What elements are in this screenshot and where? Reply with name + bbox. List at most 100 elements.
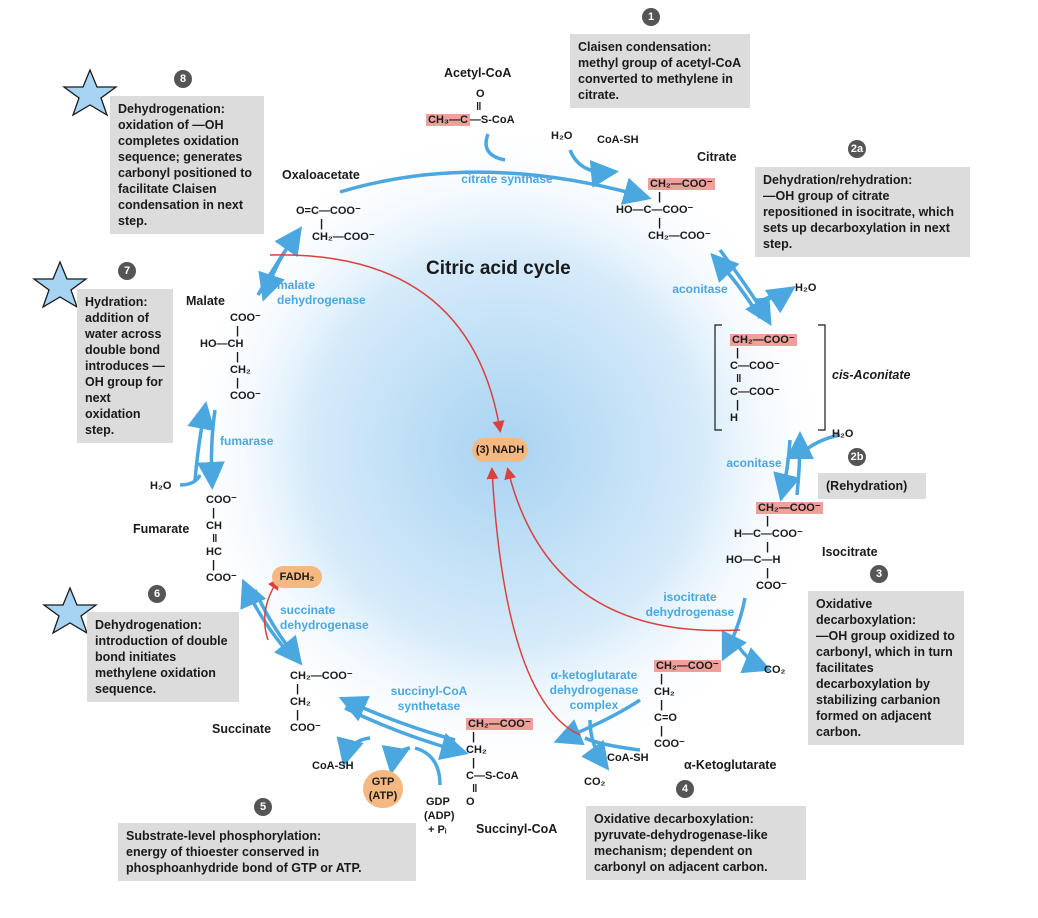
fadh2-badge: FADH₂	[272, 566, 322, 588]
isocitrate-dehydrogenase-label: isocitrate dehydrogenase	[645, 590, 735, 619]
step-5-box: Substrate-level phosphorylation: energy …	[118, 823, 416, 881]
succinate-label: Succinate	[212, 722, 272, 736]
succinyl-coa-structure: CH₂—COO⁻ | CH₂ | C—S-CoA ‖ O	[466, 718, 533, 808]
malate-label: Malate	[186, 294, 225, 308]
co2-label-1: CO₂	[764, 664, 786, 676]
step-8-title: Dehydrogenation:	[118, 102, 225, 116]
step-7-badge: 7	[118, 262, 136, 280]
nadh-from-mdh	[269, 254, 505, 433]
step-1-title: Claisen condensation:	[578, 40, 712, 54]
step-5-badge: 5	[254, 798, 272, 816]
citrate-label: Citrate	[697, 150, 737, 164]
succinate-dehydrogenase-label: succinate dehydrogenase	[280, 603, 369, 632]
step-6-box: Dehydrogenation: introduction of double …	[87, 612, 239, 702]
gtp-out-arrow	[381, 744, 411, 775]
cycle-arrows	[179, 133, 841, 786]
step-2a-title: Dehydration/rehydration:	[763, 173, 913, 187]
akgdh-arrow	[553, 698, 641, 746]
malate-dehydrogenase-label: malate dehydrogenase	[277, 278, 366, 307]
co2-out-arrow-1	[733, 639, 772, 674]
h2o-in-arrow-2	[179, 474, 202, 487]
oxaloacetate-label: Oxaloacetate	[282, 168, 360, 182]
mdh-reverse-arrow	[258, 239, 294, 302]
step-1-text: methyl group of acetyl-CoA converted to …	[578, 56, 741, 102]
step-4-title: Oxidative decarboxylation:	[594, 812, 754, 826]
h2o-label-2: H₂O	[795, 282, 817, 294]
step-3-badge: 3	[870, 565, 888, 583]
gtp-atp-badge: GTP (ATP)	[363, 770, 403, 808]
gdp-label: GDP	[426, 796, 450, 808]
step-2b-badge: 2b	[848, 448, 866, 466]
step-3-title: Oxidative decarboxylation:	[816, 597, 917, 627]
fumarase-reverse-arrow	[196, 409, 225, 490]
gdp-in-arrow	[414, 746, 442, 786]
alpha-ketoglutarate-label: α-Ketoglutarate	[684, 758, 777, 772]
succinyl-coa-synthetase-label: succinyl-CoA synthetase	[390, 684, 468, 713]
fumarate-label: Fumarate	[133, 522, 190, 536]
step-3-text: —OH group oxidized to carbonyl, which in…	[816, 629, 955, 739]
coash-label-1: CoA-SH	[597, 134, 639, 146]
succinyl-coa-label: Succinyl-CoA	[476, 822, 558, 836]
aconitase-reverse-arrow	[710, 252, 762, 319]
scs-reverse-arrow	[344, 706, 469, 760]
citrate-structure: CH₂—COO⁻ | HO—C—COO⁻ | CH₂—COO⁻	[616, 178, 715, 242]
cis-aconitate-structure: CH₂—COO⁻ | C—COO⁻ ‖ C—COO⁻ | H	[730, 334, 797, 424]
acetyl-coa-label: Acetyl-CoA	[444, 66, 512, 80]
step-2b-box: (Rehydration)	[818, 473, 926, 499]
isocitrate-label: Isocitrate	[822, 545, 878, 559]
step-1-badge: 1	[642, 8, 660, 26]
fumarase-label: fumarase	[220, 434, 274, 448]
step-6-text: introduction of double bond initiates me…	[95, 634, 228, 696]
step-4-badge: 4	[676, 780, 694, 798]
star-icon-step8	[62, 68, 118, 117]
step-2a-text: —OH group of citrate repositioned in iso…	[763, 189, 955, 251]
step-7-title: Hydration:	[85, 295, 148, 309]
fumarate-structure: COO⁻ | CH ‖ HC | COO⁻	[206, 494, 237, 584]
atp-label: (ATP)	[368, 790, 398, 802]
step-4-text: pyruvate-dehydrogenase-like mechanism; d…	[594, 828, 768, 874]
step-8-text: oxidation of —OH completes oxidation seq…	[118, 118, 253, 228]
oxaloacetate-structure: O=C—COO⁻ | CH₂—COO⁻	[296, 205, 375, 243]
aconitase-label-2: aconitase	[726, 456, 782, 470]
sdh-reverse-arrow	[253, 589, 303, 666]
acetyl-coa-structure: O ‖ CH₃—C—S-CoA	[426, 88, 515, 126]
step-8-box: Dehydrogenation: oxidation of —OH comple…	[110, 96, 264, 234]
alpha-ketoglutarate-structure: CH₂—COO⁻ | CH₂ | C=O | COO⁻	[654, 660, 721, 750]
h2o-label-3: H₂O	[832, 428, 854, 440]
nadh-from-idh	[504, 467, 741, 632]
acetyl-coa-in-arrow	[484, 133, 506, 162]
step-6-badge: 6	[148, 585, 166, 603]
diagram-title: Citric acid cycle	[426, 258, 571, 279]
step-2a-box: Dehydration/rehydration: —OH group of ci…	[755, 167, 970, 257]
isocitrate-structure: CH₂—COO⁻ | H—C—COO⁻ | HO—C—H | COO⁻	[726, 502, 823, 592]
co2-label-2: CO₂	[584, 776, 606, 788]
co2-out-arrow-2	[581, 719, 610, 771]
step-2a-badge: 2a	[848, 140, 866, 158]
step-5-title: Substrate-level phosphorylation:	[126, 829, 322, 843]
step-2b-title: (Rehydration)	[826, 479, 908, 493]
aconitase-label-1: aconitase	[672, 282, 728, 296]
adp-label: (ADP)	[424, 810, 455, 822]
aconitase2-reverse-arrow	[785, 431, 814, 496]
akg-dehydrogenase-label: α-ketoglutarate dehydrogenase complex	[549, 668, 639, 712]
fumarase-forward-arrow	[187, 401, 215, 481]
star-markers	[32, 68, 118, 635]
h2o-label-1: H₂O	[551, 130, 573, 142]
step-1-box: Claisen condensation: methyl group of ac…	[570, 34, 750, 108]
pi-label: + Pᵢ	[428, 824, 447, 836]
nadh-from-akgdh	[486, 467, 581, 736]
star-icon-step7	[32, 260, 88, 309]
step-8-badge: 8	[174, 70, 192, 88]
coash-out-arrow-2	[336, 736, 371, 767]
step-3-box: Oxidative decarboxylation: —OH group oxi…	[808, 591, 964, 745]
citrate-synthase-label: citrate synthase	[461, 172, 553, 186]
malate-structure: COO⁻ | HO—CH | CH₂ | COO⁻	[200, 312, 261, 402]
cis-aconitate-brackets	[714, 324, 826, 431]
step-5-text: energy of thioester conserved in phospho…	[126, 845, 362, 875]
cis-aconitate-label: cis-Aconitate	[832, 368, 911, 382]
step-7-text: addition of water across double bond int…	[85, 311, 165, 437]
electron-carrier-arrows	[263, 254, 741, 736]
h2o-label-4: H₂O	[150, 480, 172, 492]
coash-label-2: CoA-SH	[607, 752, 649, 764]
